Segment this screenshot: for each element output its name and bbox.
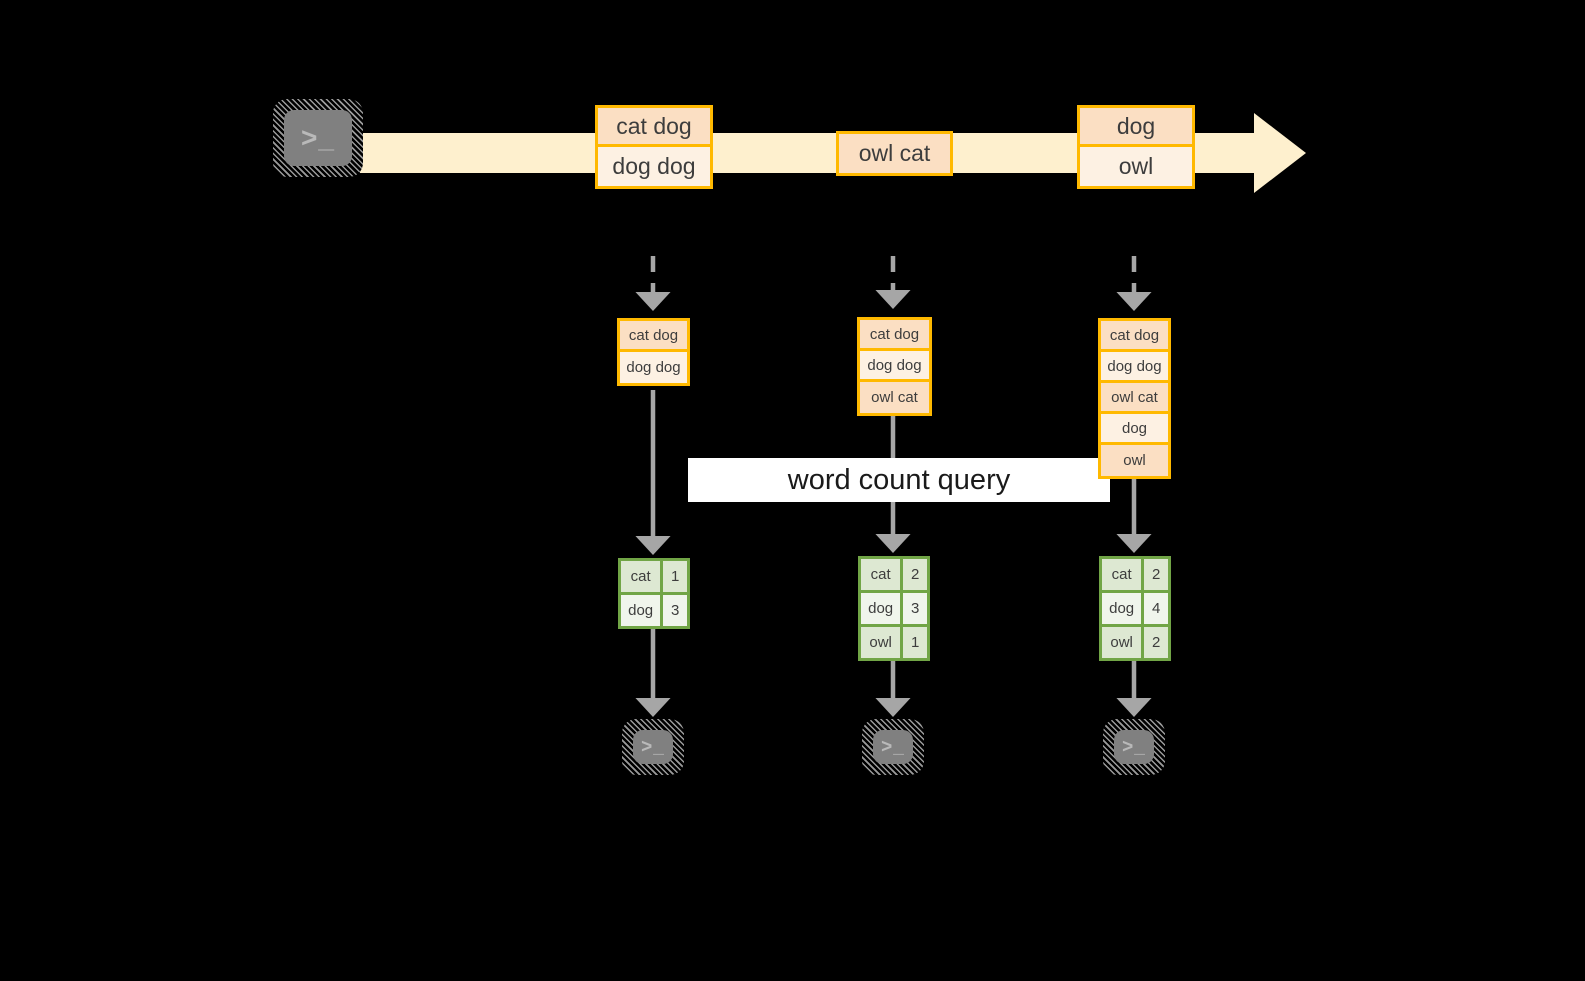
terminal-screen: >_ bbox=[873, 730, 913, 764]
count-cell: 3 bbox=[903, 593, 927, 624]
terminal-prompt-glyph: >_ bbox=[881, 736, 905, 758]
word-cell: cat bbox=[621, 561, 664, 592]
stream-batch-2[interactable]: owl cat bbox=[836, 131, 953, 176]
table-row: owl 1 bbox=[861, 627, 927, 658]
word-cell: cat bbox=[1102, 559, 1145, 590]
count-cell: 3 bbox=[663, 595, 687, 626]
dashed-tap-arrows bbox=[635, 256, 1152, 311]
word-cell: owl bbox=[1102, 627, 1145, 658]
count-cell: 1 bbox=[663, 561, 687, 592]
accumulated-records-1[interactable]: cat dog dog dog bbox=[617, 318, 690, 386]
source-terminal-icon[interactable]: >_ bbox=[273, 99, 363, 177]
record-line: cat dog bbox=[860, 320, 929, 351]
stream-batch-1[interactable]: cat dog dog dog bbox=[595, 105, 713, 189]
query-label: word count query bbox=[688, 458, 1110, 502]
record-line: owl bbox=[1080, 147, 1192, 186]
table-row: owl 2 bbox=[1102, 627, 1168, 658]
terminal-screen: >_ bbox=[633, 730, 673, 764]
record-line: owl cat bbox=[839, 134, 950, 173]
terminal-screen: >_ bbox=[1114, 730, 1154, 764]
count-cell: 2 bbox=[903, 559, 927, 590]
record-line: dog bbox=[1101, 414, 1168, 445]
table-row: dog 3 bbox=[621, 595, 687, 626]
count-cell: 2 bbox=[1144, 627, 1168, 658]
record-line: dog dog bbox=[860, 351, 929, 382]
word-count-table-2[interactable]: cat 2 dog 3 owl 1 bbox=[858, 556, 930, 661]
sink-terminal-icon-1[interactable]: >_ bbox=[622, 719, 684, 775]
record-line: owl cat bbox=[1101, 383, 1168, 414]
record-line: cat dog bbox=[1101, 321, 1168, 352]
word-count-table-3[interactable]: cat 2 dog 4 owl 2 bbox=[1099, 556, 1171, 661]
word-cell: cat bbox=[861, 559, 904, 590]
record-line: dog dog bbox=[620, 352, 687, 383]
count-cell: 1 bbox=[903, 627, 927, 658]
count-cell: 2 bbox=[1144, 559, 1168, 590]
record-line: dog bbox=[1080, 108, 1192, 147]
sink-arrows bbox=[635, 622, 1152, 717]
word-cell: owl bbox=[861, 627, 904, 658]
accumulated-records-2[interactable]: cat dog dog dog owl cat bbox=[857, 317, 932, 416]
word-cell: dog bbox=[861, 593, 904, 624]
record-line: dog dog bbox=[598, 147, 710, 186]
stream-batch-3[interactable]: dog owl bbox=[1077, 105, 1195, 189]
word-cell: dog bbox=[1102, 593, 1145, 624]
record-line: cat dog bbox=[598, 108, 710, 147]
table-row: cat 1 bbox=[621, 561, 687, 595]
table-row: dog 4 bbox=[1102, 593, 1168, 627]
terminal-screen: >_ bbox=[284, 110, 352, 166]
record-line: cat dog bbox=[620, 321, 687, 352]
record-line: owl bbox=[1101, 445, 1168, 476]
sink-terminal-icon-3[interactable]: >_ bbox=[1103, 719, 1165, 775]
record-line: owl cat bbox=[860, 382, 929, 413]
word-cell: dog bbox=[621, 595, 664, 626]
table-row: cat 2 bbox=[861, 559, 927, 593]
terminal-prompt-glyph: >_ bbox=[301, 122, 335, 153]
table-row: dog 3 bbox=[861, 593, 927, 627]
table-row: cat 2 bbox=[1102, 559, 1168, 593]
sink-terminal-icon-2[interactable]: >_ bbox=[862, 719, 924, 775]
stream-arrow-head bbox=[1254, 113, 1306, 193]
accumulated-records-3[interactable]: cat dog dog dog owl cat dog owl bbox=[1098, 318, 1171, 479]
count-cell: 4 bbox=[1144, 593, 1168, 624]
word-count-table-1[interactable]: cat 1 dog 3 bbox=[618, 558, 690, 629]
terminal-prompt-glyph: >_ bbox=[641, 736, 665, 758]
record-line: dog dog bbox=[1101, 352, 1168, 383]
terminal-prompt-glyph: >_ bbox=[1122, 736, 1146, 758]
